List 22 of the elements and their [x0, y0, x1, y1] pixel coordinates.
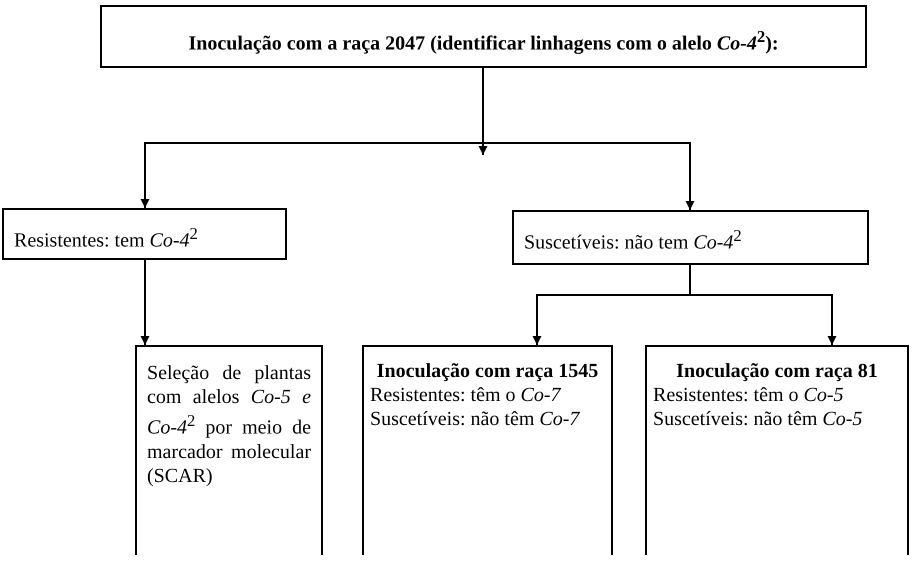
arrow [140, 260, 150, 345]
box-text: Seleção de plantas com alelos Co-5 e Co-4$^{2}$ por meio de marcador molecular (SCAR) [147, 361, 311, 488]
arrow [532, 294, 690, 345]
text-box [512, 210, 869, 265]
heading: Inoculação com raça 81 [675, 359, 879, 383]
text-box [645, 345, 909, 555]
text-box [135, 345, 323, 555]
box-text: Resistentes: tem Co-4$^{2}$ [14, 223, 199, 253]
box-text: Suscetíveis: não têm Co-7 [370, 407, 581, 431]
box-text: Suscetíveis: não tem Co-4$^{2}$ [524, 225, 743, 255]
heading: Inoculação com raça 1545 [376, 359, 600, 383]
text-box [100, 5, 867, 68]
box-text: Resistentes: têm o Co-5 [653, 383, 845, 407]
text-box [2, 208, 287, 260]
box-text: Resistentes: têm o Co-7 [370, 383, 562, 407]
text-box [362, 345, 613, 555]
arrow [690, 294, 836, 345]
box-text: Suscetíveis: não têm Co-5 [653, 407, 864, 431]
arrow [140, 142, 483, 208]
heading: Inoculação com a raça 2047 (identificar linhagens com o alelo Co-4$^{2}$): [187, 26, 780, 56]
arrow [483, 142, 694, 210]
arrow [478, 68, 488, 155]
